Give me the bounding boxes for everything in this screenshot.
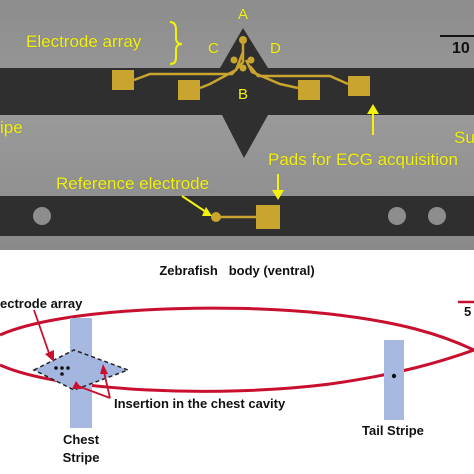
chest-stripe-label-line1: Chest [62,432,100,447]
reference-hole [33,207,51,225]
device-photo-drawing [0,21,474,236]
point-label-a: A [238,6,249,23]
device-photo: Electrode array A C D B 10 ipe Su Pads f… [0,0,474,250]
scale-bar-label: 10 [452,40,470,57]
insertion-label: Insertion in the chest cavity [114,396,286,411]
array-arrowhead [45,350,54,362]
insertion-arrowhead [100,364,108,374]
gold-trace [249,65,349,86]
tail-stripe-label: Tail Stripe [362,423,424,438]
pads-arrowhead [367,104,379,114]
insertion-arrow [103,371,111,399]
gold-pad [298,80,320,100]
array-dot [60,366,64,370]
schematic-scale-label: 5 [464,304,472,319]
reference-pad [256,205,280,229]
array-dot [54,366,58,370]
reference-electrode-label: Reference electrode [56,174,210,193]
reference-hole [428,207,446,225]
gold-trace [244,59,299,90]
refpad-arrowhead [272,190,284,200]
gold-traces [133,42,349,90]
electrode-array-diamond [32,349,131,391]
point-label-d: D [270,40,281,57]
schematic-array-label: ectrode array [0,296,83,311]
point-label-b: B [238,86,249,103]
zebrafish-schematic [0,300,474,428]
electrode-dot-a [239,36,247,44]
array-bracket [169,21,183,65]
tail-stripe [384,340,404,420]
array-dot [60,372,64,376]
stripe-label-fragment: ipe [0,118,23,137]
pads-label: Pads for ECG acquisition [268,150,458,169]
schematic-title: Zebrafish body (ventral) [159,263,315,278]
schematic-arrowheads [45,350,108,389]
electrode-dot-d [247,56,255,64]
insertion-arrowhead [72,381,82,389]
array-dot [66,366,70,370]
array-arrow [33,309,51,357]
gold-pad [348,76,370,96]
gold-trace [199,51,245,90]
reference-arrow [181,195,207,213]
tail-stripe-dot [391,373,397,379]
point-label-c: C [208,40,219,57]
fish-body-outline [0,306,474,393]
reference-holes [33,207,446,225]
su-fragment: Su [454,128,474,147]
electrode-dot-c [230,56,238,64]
gold-pad [112,70,134,90]
electrode-array-label: Electrode array [26,32,142,51]
insertion-arrow [77,385,111,399]
array-dots [54,366,70,376]
reference-hole [388,207,406,225]
reference-arrowhead [202,207,212,216]
substrate-strip [0,28,474,158]
electrode-dot-b [239,64,247,72]
chest-stripe-label-line2: Stripe [62,450,100,465]
schematic-arrows [33,309,111,399]
electrode-dots [230,36,255,72]
gold-pad [178,80,200,100]
